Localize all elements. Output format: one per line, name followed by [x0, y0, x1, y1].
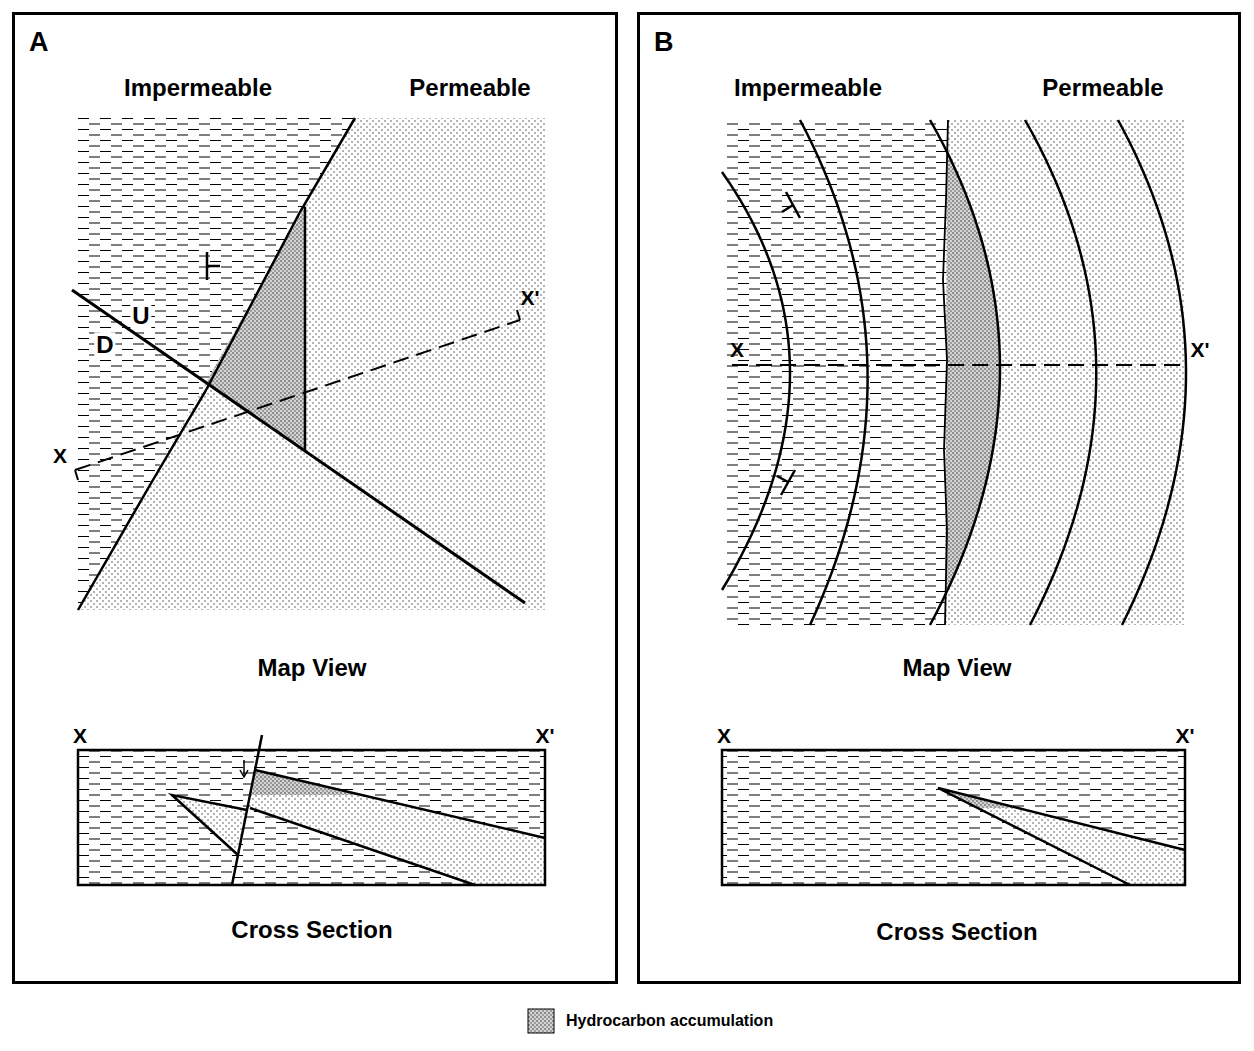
- wedge-outline: [938, 788, 1185, 885]
- unit-label: Impermeable: [124, 75, 272, 100]
- dip-tick: [777, 476, 788, 482]
- reservoir-bed: [172, 795, 247, 855]
- permeable-area: [78, 118, 545, 610]
- section-frame: [78, 750, 545, 885]
- shale-section: [722, 750, 1185, 885]
- legend-swatch: [528, 1009, 554, 1033]
- unit-label: Permeable: [1042, 75, 1163, 100]
- structure-contour: [930, 120, 1000, 625]
- view-title: Map View: [258, 655, 367, 680]
- section-end-label: X: [717, 725, 731, 747]
- impermeable-area: [78, 118, 545, 610]
- section-end-tick: [75, 470, 78, 480]
- fault-line: [72, 290, 525, 603]
- legend-text: Hydrocarbon accumulation: [566, 1012, 773, 1030]
- fault-side-label: U: [130, 303, 151, 328]
- dip-tick: [782, 205, 793, 212]
- impermeable-area: [727, 120, 1185, 625]
- shale-section: [78, 750, 545, 885]
- trap-limit-line: [304, 207, 307, 451]
- fault-line: [232, 735, 262, 885]
- unit-label: Impermeable: [734, 75, 882, 100]
- view-title: Cross Section: [876, 919, 1037, 944]
- dip-tick: [207, 265, 220, 268]
- view-title: Cross Section: [231, 917, 392, 942]
- panel-letter: A: [29, 29, 49, 56]
- structure-contour: [800, 120, 868, 625]
- bed-top: [255, 770, 545, 838]
- section-end-label: X': [1190, 339, 1209, 361]
- unit-label: Permeable: [409, 75, 530, 100]
- permeable-area: [945, 120, 1185, 625]
- view-title: Map View: [903, 655, 1012, 680]
- section-end-label: X': [520, 287, 539, 309]
- section-end-label: X': [1175, 725, 1194, 747]
- section-end-label: X: [73, 725, 87, 747]
- displacement-arrow: [240, 770, 248, 777]
- section-end-tick: [517, 310, 520, 320]
- panel-frame: A: [12, 12, 618, 984]
- structure-contour: [722, 172, 790, 590]
- reservoir-bed: [250, 770, 545, 885]
- bed-outline: [172, 795, 247, 855]
- structure-contour: [1118, 120, 1186, 625]
- strike-symbol: [781, 470, 795, 495]
- section-frame: [722, 750, 1185, 885]
- bed-base: [250, 808, 475, 885]
- section-end-label: X: [730, 339, 744, 361]
- section-line: [732, 364, 1185, 366]
- panel-letter: B: [654, 29, 674, 56]
- hydrocarbon-accumulation: [206, 207, 305, 451]
- panel-frame: B: [637, 12, 1241, 984]
- section-end-label: X': [535, 725, 554, 747]
- fault-side-label: D: [94, 332, 115, 357]
- displacement-arrow: [243, 760, 245, 776]
- permeability-boundary: [943, 120, 948, 625]
- permeability-boundary: [78, 118, 355, 610]
- structure-contour: [1025, 120, 1096, 625]
- section-end-label: X: [53, 445, 67, 467]
- reservoir-wedge: [938, 788, 1185, 885]
- section-line: [75, 320, 520, 470]
